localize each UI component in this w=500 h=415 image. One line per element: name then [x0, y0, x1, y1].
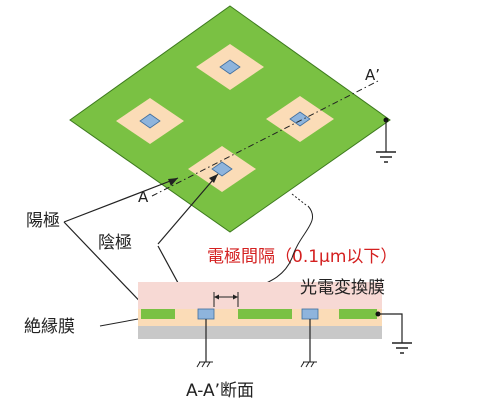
- anode-plate: [69, 5, 391, 233]
- cathode-strip: [197, 308, 215, 320]
- insulating-film-leader: [99, 318, 139, 327]
- photoelectric-film: [138, 282, 382, 309]
- cathode-pad: [219, 59, 241, 75]
- anode-label: 陽極: [26, 211, 60, 231]
- anode-strip: [339, 309, 377, 319]
- anode-strip: [238, 309, 292, 319]
- anode-strip: [141, 309, 175, 319]
- ground-icon: [392, 342, 412, 354]
- anode-wire: [378, 313, 403, 343]
- cell-front: [188, 146, 256, 192]
- cell-left: [116, 98, 184, 144]
- insulating-film-label: 絶縁膜: [24, 317, 75, 337]
- cross-section: [138, 282, 412, 368]
- plate-top-view: [69, 5, 396, 233]
- cathode-pad: [289, 111, 311, 127]
- arrowhead: [209, 174, 218, 183]
- cathode-strip: [301, 308, 319, 320]
- cathode-pad: [139, 113, 161, 129]
- label-a-prime: A’: [365, 66, 380, 84]
- electrode-gap-label: 電極間隔（0.1μm以下）: [207, 247, 397, 267]
- cell-back: [196, 44, 264, 90]
- cathode-pad: [211, 161, 233, 177]
- section-line: [151, 79, 381, 197]
- label-a: A: [138, 188, 149, 206]
- substrate: [138, 326, 382, 339]
- section-caption: A-A’断面: [186, 381, 254, 401]
- anode-arrows: [63, 177, 179, 313]
- cathode-label: 陰極: [98, 233, 132, 253]
- ground-icon: [196, 361, 213, 368]
- gap-marker: [291, 193, 307, 206]
- ground-icon: [376, 151, 396, 163]
- arrowhead: [168, 178, 178, 186]
- cell-right: [266, 96, 334, 142]
- ground-icon: [300, 361, 317, 368]
- photoelectric-film-label: 光電変換膜: [300, 278, 385, 298]
